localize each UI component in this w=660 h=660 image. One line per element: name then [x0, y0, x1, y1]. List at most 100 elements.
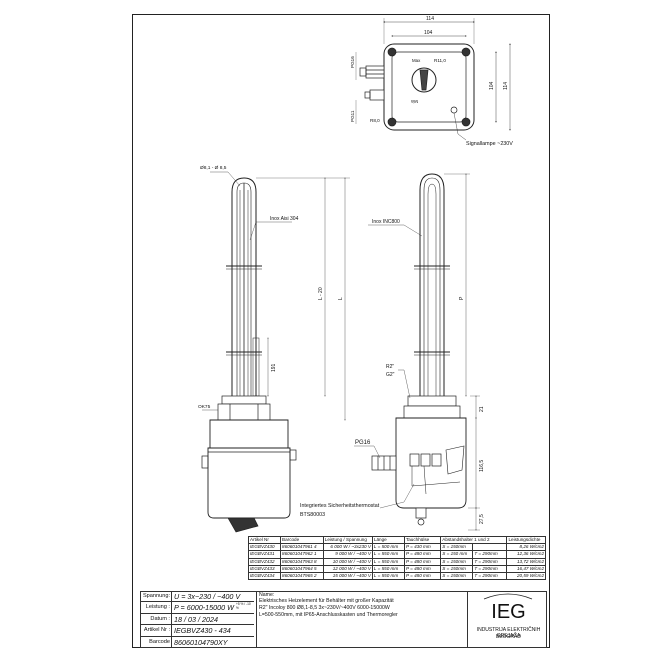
table-cell: P = 480 mm [403, 557, 442, 566]
company-name-line-2: BEOGRAD [495, 634, 521, 640]
col-barcode: Barcode [280, 535, 324, 545]
table-row: IEGBVZ434 860601047965 2 15 000 W / ~400… [247, 572, 546, 581]
right-side-view [354, 173, 480, 531]
barcode-value: 86060104790XY [174, 637, 228, 647]
table-cell: IEGBVZ430 [247, 543, 282, 552]
thread-g2-label: G2" [386, 372, 395, 378]
parts-table: Artikel Nr Barcode Leistung / Spannung L… [247, 535, 546, 581]
table-cell: IEGBVZ433 [247, 564, 282, 574]
table-cell: L = 500 mm [371, 543, 405, 552]
spannung-label: Spannung: [142, 593, 170, 599]
gland-pg11-label: PG11 [350, 110, 355, 122]
row-divider [171, 602, 172, 613]
col-abstandshalter: Abstandshalter 1 und 2 [440, 535, 508, 545]
table-cell: T = 290mm [472, 550, 508, 559]
top-view-labels: 114 104 104 114 R11,0 R8,0 PG16 PG11 Max… [350, 16, 513, 147]
table-cell: L = 550 mm [371, 564, 405, 574]
table-cell [472, 543, 508, 552]
table-cell: T = 290mm [472, 564, 508, 574]
product-name-box: Name: Elektrisches Heizelement für Behäl… [256, 591, 468, 648]
datum-row: Datum : 18 / 03 / 2024 [140, 613, 254, 626]
tube-diameter-label: Ø8,1 - Ø 8,5 [200, 165, 227, 171]
table-cell: S = 150 mm [440, 550, 474, 559]
table-cell: 860601047963 8 [280, 557, 324, 566]
leistung-tolerance: +5 % / -10 % [236, 602, 251, 610]
table-cell: 13,72 W/cm2 [506, 557, 546, 566]
thermostat-label-2: BTS80003 [300, 512, 325, 518]
dial-min-label: Min [410, 99, 418, 104]
table-cell: S = 150mm [440, 543, 474, 552]
dial-max-label: Max [412, 58, 421, 63]
row-divider [171, 591, 172, 602]
leistung-value: P = 6000-15000 W [174, 603, 234, 613]
top-view [355, 18, 511, 141]
spannung-row: Spannung: U = 3x~230 / ~400 V [140, 591, 254, 603]
dim-l-minus-20: L - 20 [318, 287, 324, 300]
dim-21: 21 [479, 406, 485, 412]
dim-p: P [459, 296, 465, 300]
table-cell: IEGBVZ432 [247, 557, 282, 566]
name-label: Name: [259, 592, 275, 598]
leistung-row: Leistung : P = 6000-15000 W +5 % / -10 % [140, 602, 254, 614]
dim-104-side: 104 [489, 81, 495, 90]
table-cell: L = 550 mm [371, 572, 405, 581]
artikel-row: Artikel Nr : IEGBVZ430 - 434 [140, 625, 254, 637]
table-cell: 860601047965 2 [280, 572, 324, 581]
table-cell: P = 480 mm [403, 564, 442, 574]
table-cell: S = 150mm [440, 564, 474, 574]
spannung-value: U = 3x~230 / ~400 V [174, 592, 241, 601]
table-row: IEGBVZ430 860601047961 4 6 000 W / ~3x23… [247, 543, 546, 552]
ieg-logo-text: IEG [491, 601, 525, 623]
table-cell: 10 000 W / ~400 V [322, 557, 373, 566]
datum-label: Datum : [150, 615, 170, 622]
left-side-view [201, 171, 350, 533]
table-cell: P = 480 mm [403, 550, 442, 559]
table-row: IEGBVZ431 860601047962 1 9 000 W / ~400 … [247, 550, 546, 559]
dim-114-side: 114 [503, 82, 509, 90]
dim-l: L [338, 297, 344, 300]
table-cell: T = 290mm [472, 572, 508, 581]
thermostat-label-1: Integriertes Sicherheitsthermostat [300, 503, 380, 509]
table-cell: P = 430 mm [403, 543, 442, 552]
table-cell: S = 150mm [440, 557, 474, 566]
dim-radius: R11,0 [434, 58, 446, 63]
datum-value: 18 / 03 / 2024 [174, 614, 218, 624]
table-row: IEGBVZ433 860601047964 5 12 000 W / ~400… [247, 564, 546, 574]
title-block-border [140, 591, 547, 648]
right-side-labels: Inox INC800 P R2" G2" PG16 21 116,5 27,5… [300, 219, 485, 524]
table-cell: IEGBVZ431 [247, 550, 282, 559]
col-laenge: Länge [371, 535, 405, 545]
left-side-labels: Ø8,1 - Ø 8,5 Inox Aisi 304 L - 20 L 191 … [198, 165, 344, 410]
table-cell: S = 150mm [440, 572, 474, 581]
row-divider [171, 613, 172, 625]
leistung-label: Leistung : [145, 604, 170, 611]
gland-pg16-side-label: PG16 [355, 440, 371, 446]
signal-lamp-callout: Signallampe ~230V [466, 141, 513, 147]
dim-radius-small: R8,0 [370, 118, 380, 123]
thread-r2-label: R2" [386, 364, 394, 370]
wrench-size-label: OK75 [198, 404, 211, 410]
ieg-logo: IEG [483, 593, 533, 623]
table-cell: 8,26 W/cm2 [506, 543, 546, 552]
table-cell: 16,47 W/cm2 [506, 564, 546, 574]
table-header-row: Artikel Nr Barcode Leistung / Spannung L… [247, 535, 546, 545]
barcode-label: Barcode [149, 638, 170, 645]
company-logo-box: IEG INDUSTRIJA ELEKTRIČNIH GREJAČA BEOGR… [470, 591, 547, 648]
table-cell: 20,59 W/cm2 [506, 572, 546, 581]
table-cell: 860601047962 1 [280, 550, 324, 559]
table-cell: 12,36 W/cm2 [506, 550, 546, 559]
table-cell: 15 000 W / ~400 V [322, 572, 373, 581]
gland-pg16-label: PG16 [350, 56, 355, 68]
artikel-label: Artikel Nr : [143, 627, 170, 634]
material-aisi304-label: Inox Aisi 304 [270, 216, 299, 222]
col-leistungsdichte: Leistungsdichte [506, 535, 546, 545]
dim-114-top: 114 [426, 16, 434, 22]
col-leistung: Leistung / Spannung [322, 535, 373, 545]
table-cell: L = 550 mm [371, 557, 405, 566]
dim-116-5: 116,5 [479, 460, 485, 472]
table-cell: IEGBVZ434 [247, 572, 282, 581]
material-inc800-label: Inox INC800 [372, 219, 400, 225]
table-cell: 6 000 W / ~3x230 V [322, 543, 373, 552]
col-tauchhuelse: Tauchhülse [403, 535, 442, 545]
